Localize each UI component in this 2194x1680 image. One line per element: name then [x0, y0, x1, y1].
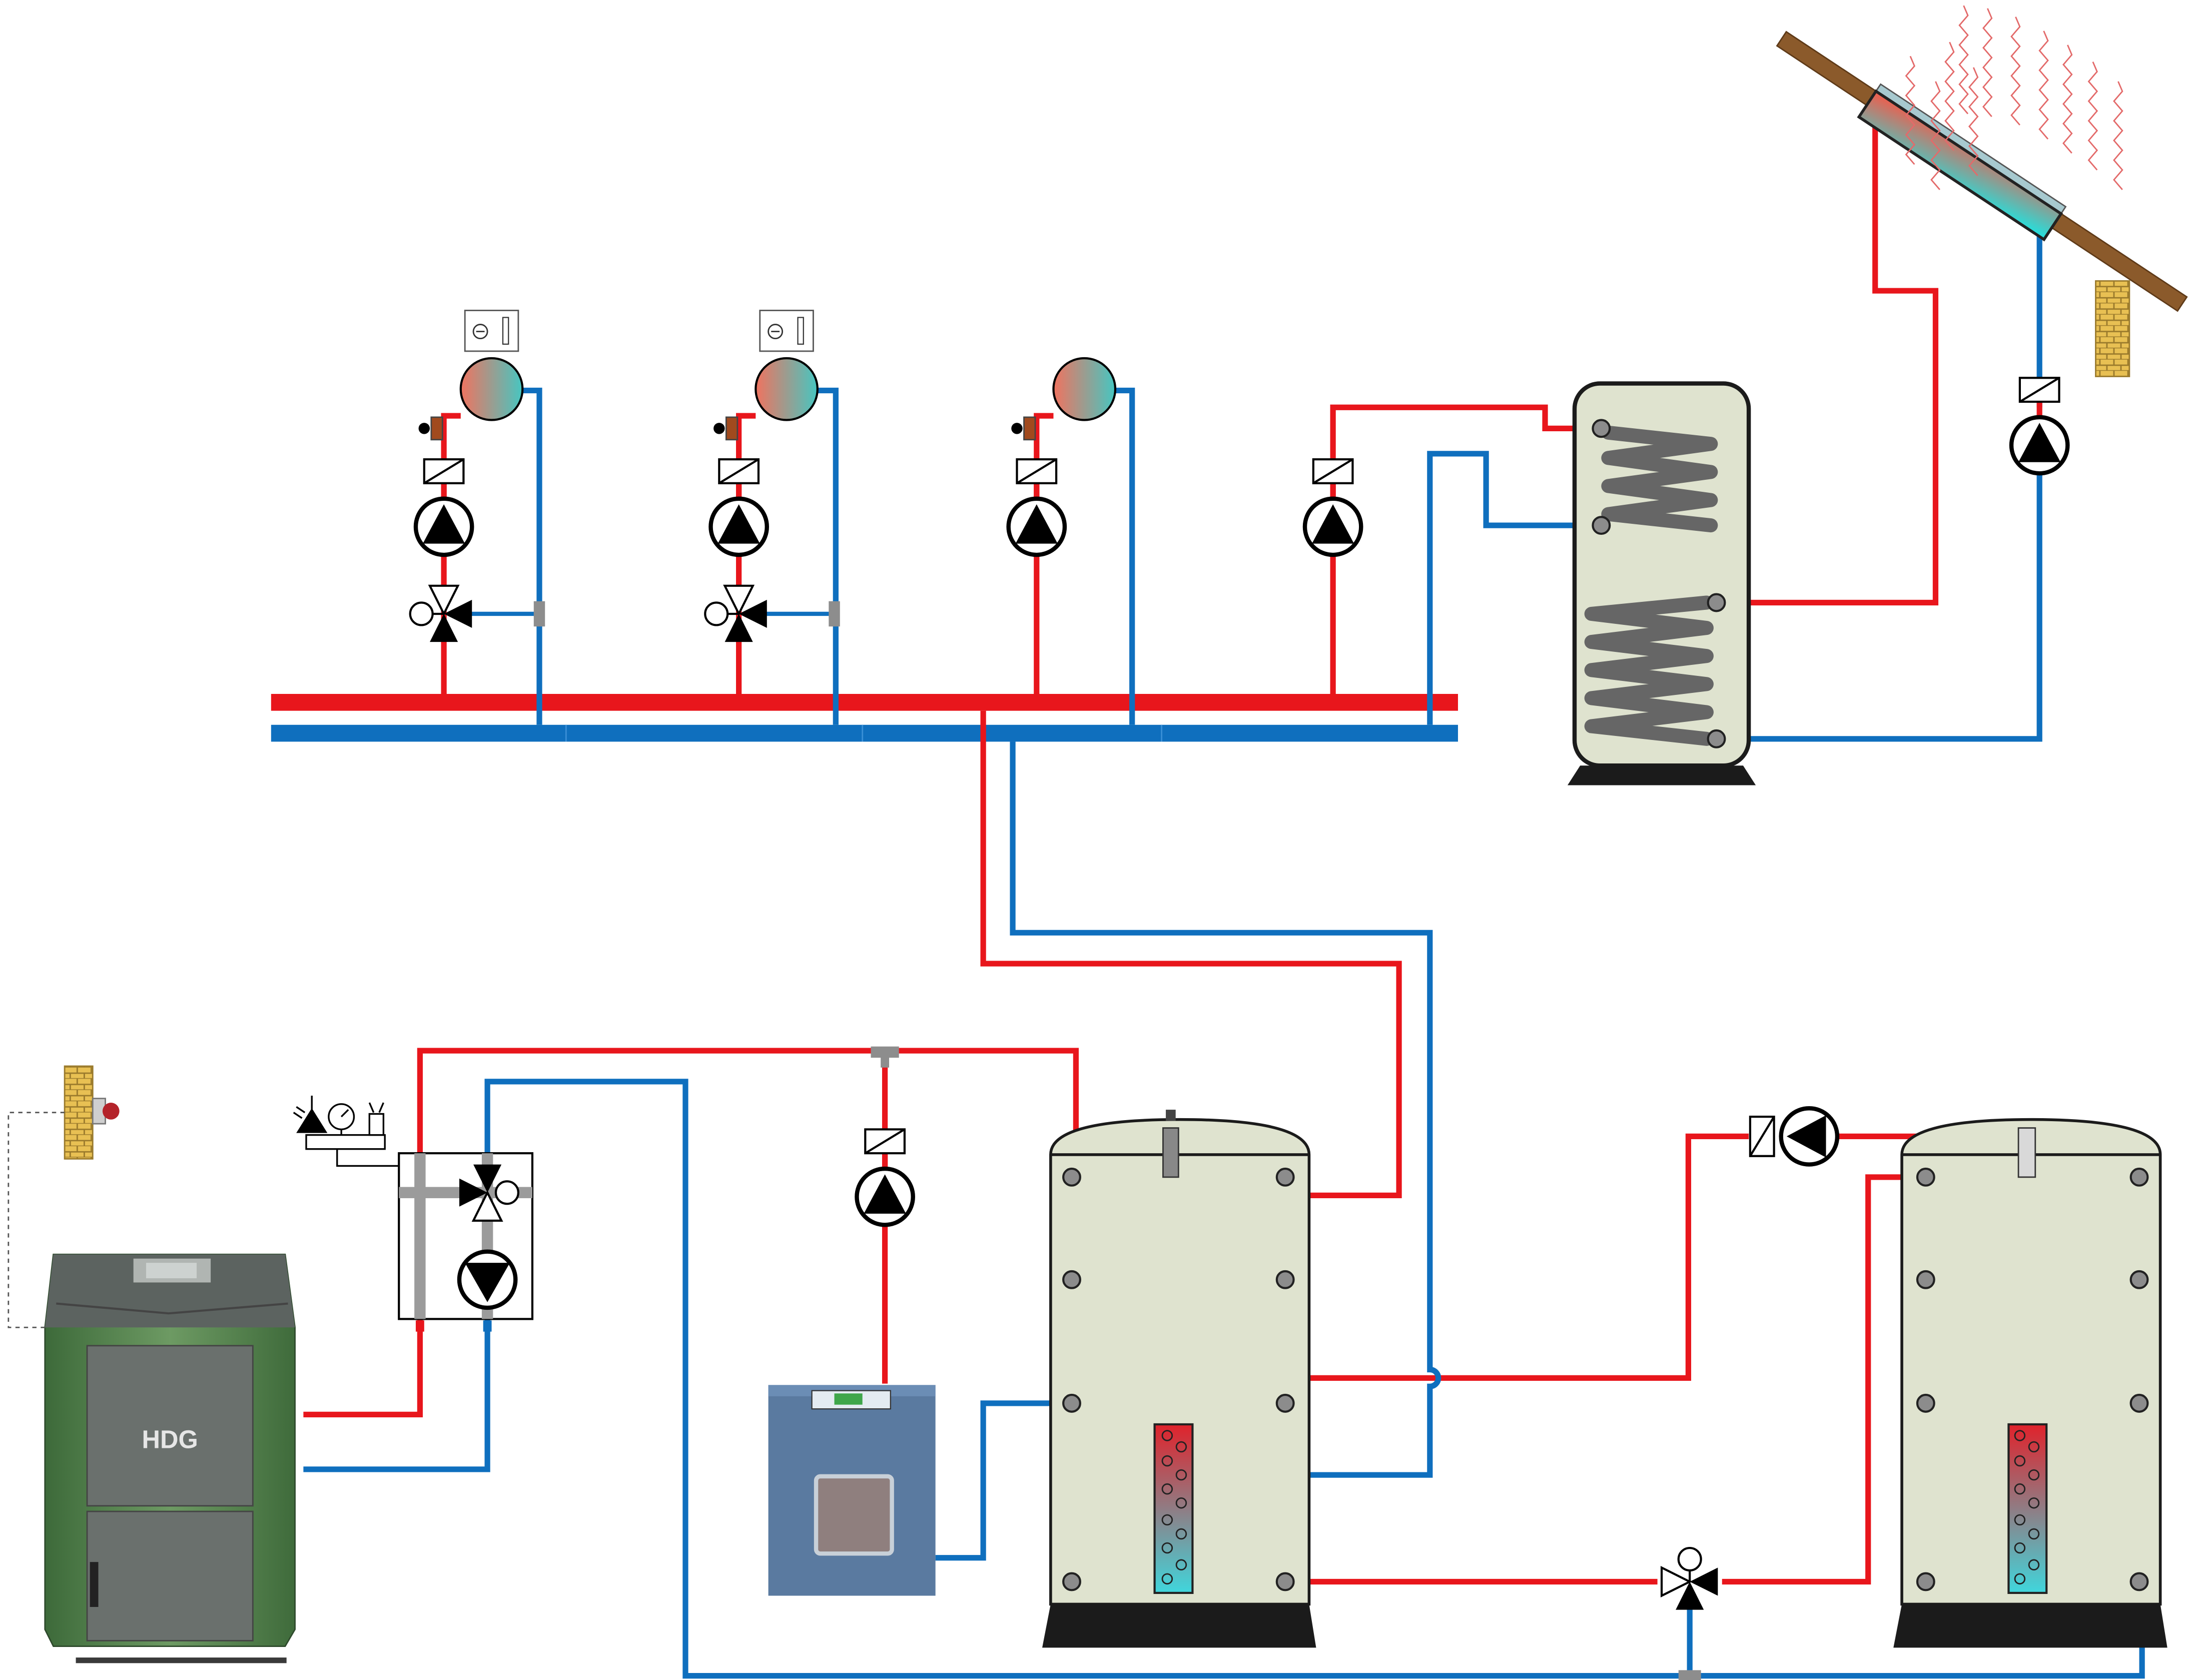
pump-motor-icon: [2018, 377, 2060, 403]
radiator-icon: [1052, 357, 1117, 421]
solar-collector: [1776, 5, 2188, 377]
supply-manifold: [271, 694, 1458, 711]
boiler-pump-icon[interactable]: [457, 1249, 518, 1310]
gas-boiler-pump-icon[interactable]: [855, 1128, 915, 1227]
buffer-tank-1: [1042, 1110, 1316, 1648]
return-manifold: [271, 724, 1458, 742]
heating-circuits: [409, 310, 1117, 642]
pump-motor-icon: [864, 1128, 906, 1155]
pump-motor-icon: [1312, 458, 1354, 484]
radiator-icon: [755, 357, 819, 421]
three-way-mixing-valve-icon[interactable]: [459, 1164, 519, 1222]
tee-fittings: [533, 601, 1701, 1680]
three-way-mixing-valve-icon[interactable]: [409, 584, 472, 642]
buffer-transfer-pump-icon[interactable]: [1749, 1106, 1840, 1167]
stratification-sensor: [1153, 1423, 1194, 1594]
pump-motor-icon: [718, 458, 760, 484]
pump-motor-icon: [1016, 458, 1058, 484]
gas-boiler-icon[interactable]: [768, 1385, 936, 1596]
three-way-mixing-valve-icon[interactable]: [1660, 1546, 1718, 1610]
flow-sensor-icon: [418, 416, 443, 441]
stratification-holes: [2014, 1430, 2040, 1585]
safety-group-icon: [293, 1096, 421, 1180]
return-pipes: [303, 236, 2145, 1679]
dhw-upper-coil: [1601, 425, 1718, 533]
stratification-holes: [1161, 1430, 1187, 1585]
dhw-charging-pump-icon[interactable]: [1302, 458, 1363, 557]
pump-motor-icon: [423, 458, 465, 484]
outdoor-sensor-icon: [8, 1065, 120, 1328]
boiler-brand-label: HDG: [142, 1425, 198, 1454]
room-thermostat-icon: [759, 310, 814, 352]
three-way-mixing-valve-icon[interactable]: [704, 584, 767, 642]
pumps: [855, 377, 2070, 1227]
flow-sensor-icon: [713, 416, 739, 441]
flow-sensor-icon: [1011, 416, 1036, 441]
room-thermostat-icon: [464, 310, 519, 352]
sun-rays: [1905, 5, 2123, 190]
heating-circuit-pump-icon[interactable]: [708, 458, 769, 557]
boiler-pump-group: [398, 1152, 534, 1332]
heating-circuit-pump-icon[interactable]: [1006, 458, 1067, 557]
pump-motor-icon: [1749, 1116, 1775, 1157]
solar-panel-icon: [1857, 89, 2063, 242]
dhw-cylinder: [1567, 381, 1756, 785]
dhw-lower-coil: [1584, 595, 1714, 746]
radiator-icon: [459, 357, 524, 421]
heating-circuit-pump-icon[interactable]: [413, 458, 474, 557]
buffer-tank-2: [1893, 1118, 2167, 1648]
solar-pump-icon[interactable]: [2009, 377, 2070, 476]
wood-boiler-icon[interactable]: HDG: [44, 1253, 296, 1663]
chimney-icon: [2095, 280, 2130, 377]
